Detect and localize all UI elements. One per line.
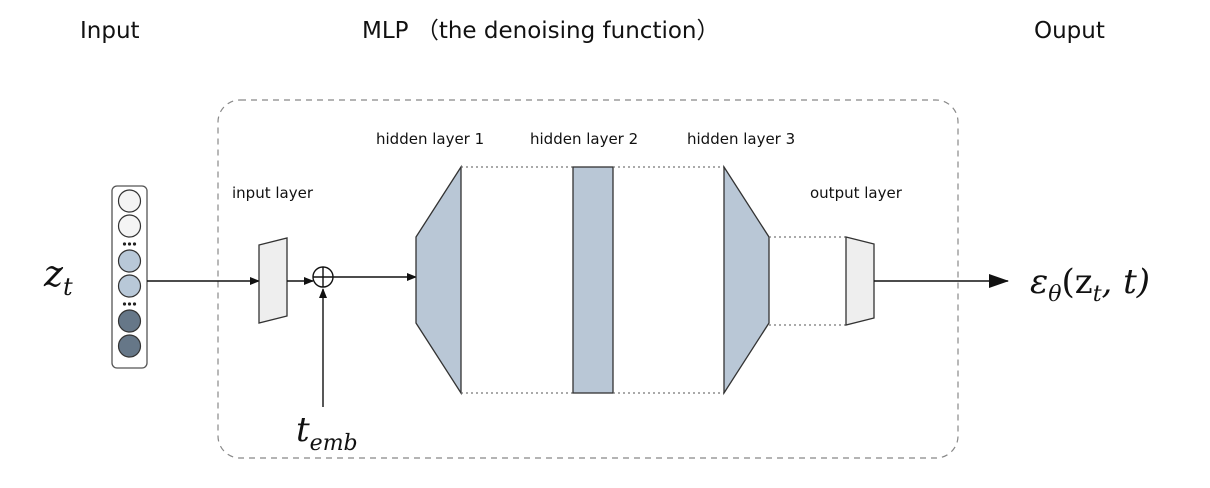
vector-cells xyxy=(117,189,142,358)
hidden-layer-2-label: hidden layer 2 xyxy=(530,130,638,148)
hidden-layer-2-block xyxy=(572,166,614,394)
hidden-layer-1-label: hidden layer 1 xyxy=(376,130,484,148)
hidden-layer-3-label: hidden layer 3 xyxy=(687,130,795,148)
epsilon-theta-label: εθ(zt, t) xyxy=(1030,262,1150,307)
input-layer-label: input layer xyxy=(232,184,314,202)
add-operator xyxy=(312,266,334,288)
output-layer-label: output layer xyxy=(810,184,903,202)
output-layer-block xyxy=(845,236,875,326)
t-emb-label: temb xyxy=(296,410,358,456)
z-t-label: zt xyxy=(43,254,73,301)
vector-cell-light xyxy=(117,214,142,238)
vector-cell-light xyxy=(117,189,142,213)
input-vector xyxy=(111,185,148,369)
input-layer-block xyxy=(258,237,288,324)
vector-cell-mid xyxy=(117,274,142,298)
vector-cell-dark xyxy=(117,309,142,333)
input-heading: Input xyxy=(80,18,140,44)
vector-cell-mid xyxy=(117,249,142,273)
mlp-heading: MLP （the denoising function） xyxy=(362,18,720,44)
vector-ellipsis xyxy=(122,302,137,306)
hidden-layer-3-block xyxy=(723,164,770,396)
vector-cell-dark xyxy=(117,334,142,358)
output-heading: Ouput xyxy=(1034,18,1105,44)
vector-ellipsis xyxy=(122,242,137,246)
hidden-layer-1-block xyxy=(415,164,462,396)
